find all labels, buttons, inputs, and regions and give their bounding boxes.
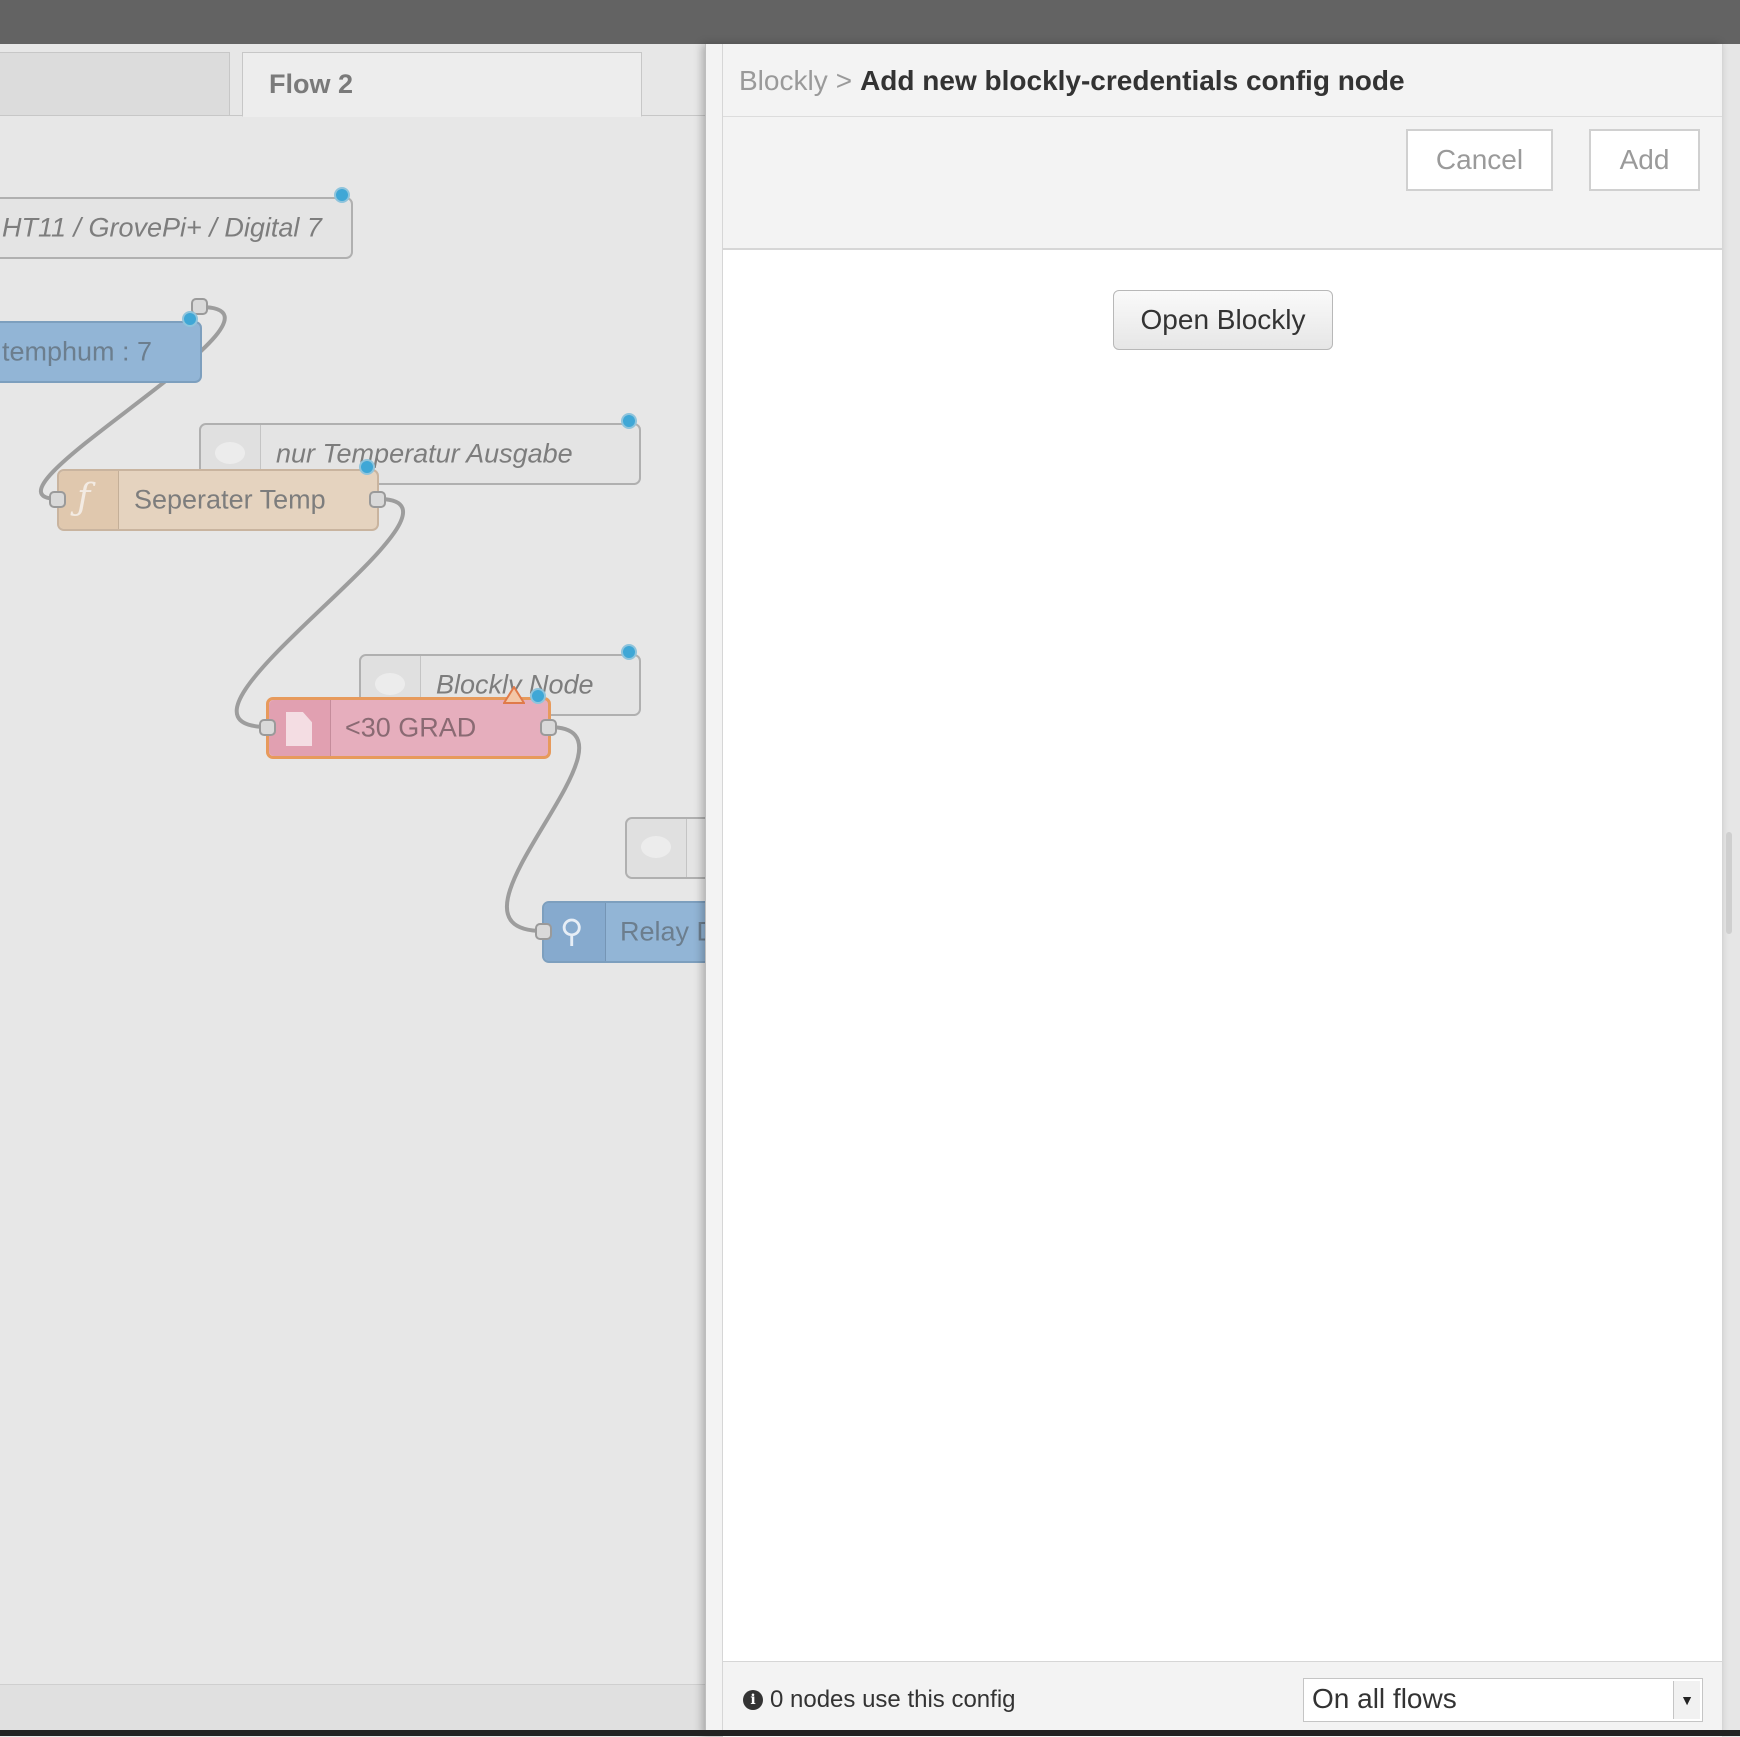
wire-layer xyxy=(38,305,582,933)
temphum-node[interactable]: temphum : 7 xyxy=(0,321,202,383)
wire-grad-to-relay xyxy=(504,725,582,933)
tab-flow-2[interactable]: Flow 2 xyxy=(242,52,642,117)
changed-indicator-dot xyxy=(359,459,375,475)
breadcrumb-separator: > xyxy=(835,65,853,96)
relay-input-port[interactable] xyxy=(535,923,552,940)
comment-bubble-icon xyxy=(215,442,245,464)
scope-select[interactable]: On all flows ▼ xyxy=(1303,1678,1703,1722)
template-icon-box xyxy=(269,700,331,756)
temphum-output-port[interactable] xyxy=(191,298,208,315)
comment-bubble-icon xyxy=(375,673,405,695)
comment-node-blockly[interactable]: Blockly Node xyxy=(359,654,641,716)
tab-flow-1[interactable] xyxy=(0,52,230,115)
template-node-grad[interactable]: <30 GRAD xyxy=(266,697,551,759)
flow-workspace: Flow 2 HT11 / GrovePi+ / Digital 7 temph… xyxy=(0,44,705,1736)
comment-node-dht11-label: HT11 / GrovePi+ / Digital 7 xyxy=(2,212,322,243)
workspace-footer-bar xyxy=(0,1684,705,1736)
relay-icon-box: ⚲ xyxy=(544,903,606,961)
config-usage-info: i 0 nodes use this config xyxy=(743,1686,1016,1714)
file-icon xyxy=(286,712,312,746)
edit-tray-panel: Blockly>Add new blockly-credentials conf… xyxy=(722,44,1723,1737)
function-icon-box: ƒ xyxy=(59,471,119,529)
open-blockly-button[interactable]: Open Blockly xyxy=(1113,290,1333,350)
top-header-bar xyxy=(0,0,1740,44)
tab-flow-2-label: Flow 2 xyxy=(269,69,354,99)
changed-indicator-dot xyxy=(621,644,637,660)
tray-footer: i 0 nodes use this config On all flows ▼ xyxy=(723,1661,1722,1737)
cancel-button[interactable]: Cancel xyxy=(1406,129,1553,191)
wire-seperater-to-grad xyxy=(234,497,406,729)
scope-select-value: On all flows xyxy=(1312,1683,1457,1714)
page-title: Add new blockly-credentials config node xyxy=(860,65,1405,96)
usb-icon: ⚲ xyxy=(560,913,584,949)
changed-indicator-dot xyxy=(530,688,546,704)
temphum-node-label: temphum : 7 xyxy=(2,336,153,367)
breadcrumb: Blockly>Add new blockly-credentials conf… xyxy=(739,65,1405,97)
seperater-input-port[interactable] xyxy=(49,491,66,508)
function-node-seperater-label: Seperater Temp xyxy=(134,484,326,515)
changed-indicator-dot xyxy=(182,311,198,327)
comment-node-partial[interactable] xyxy=(625,817,705,879)
info-icon: i xyxy=(743,1690,763,1710)
function-icon: ƒ xyxy=(77,477,91,518)
tray-scrollbar[interactable] xyxy=(1726,832,1732,934)
tray-body: Open Blockly xyxy=(723,249,1722,1702)
function-node-seperater[interactable]: ƒ Seperater Temp xyxy=(57,469,379,531)
edit-tray: Blockly>Add new blockly-credentials conf… xyxy=(705,44,1723,1737)
tray-header: Blockly>Add new blockly-credentials conf… xyxy=(723,44,1722,117)
relay-node-label: Relay D xyxy=(620,916,705,947)
comment-bubble-icon xyxy=(641,836,671,858)
comment-node-temperature-label: nur Temperatur Ausgabe xyxy=(276,438,573,469)
comment-icon-box xyxy=(627,819,687,877)
add-button[interactable]: Add xyxy=(1589,129,1700,191)
seperater-output-port[interactable] xyxy=(369,491,386,508)
relay-node[interactable]: ⚲ Relay D xyxy=(542,901,705,963)
breadcrumb-parent[interactable]: Blockly xyxy=(739,65,828,96)
tray-toolbar: Cancel Add xyxy=(723,116,1722,249)
config-usage-text: 0 nodes use this config xyxy=(770,1686,1016,1713)
flow-canvas[interactable]: HT11 / GrovePi+ / Digital 7 temphum : 7 … xyxy=(0,116,705,1684)
changed-indicator-dot xyxy=(334,187,350,203)
grad-output-port[interactable] xyxy=(540,719,557,736)
warning-triangle-icon xyxy=(503,686,525,704)
grad-input-port[interactable] xyxy=(259,719,276,736)
chevron-down-icon[interactable]: ▼ xyxy=(1673,1681,1700,1719)
workspace-tab-bar: Flow 2 xyxy=(0,44,705,117)
bottom-edge-strip xyxy=(0,1730,1740,1736)
comment-node-dht11[interactable]: HT11 / GrovePi+ / Digital 7 xyxy=(0,197,353,259)
template-node-grad-label: <30 GRAD xyxy=(345,712,477,743)
changed-indicator-dot xyxy=(621,413,637,429)
wire-temphum-to-seperater xyxy=(38,305,227,501)
